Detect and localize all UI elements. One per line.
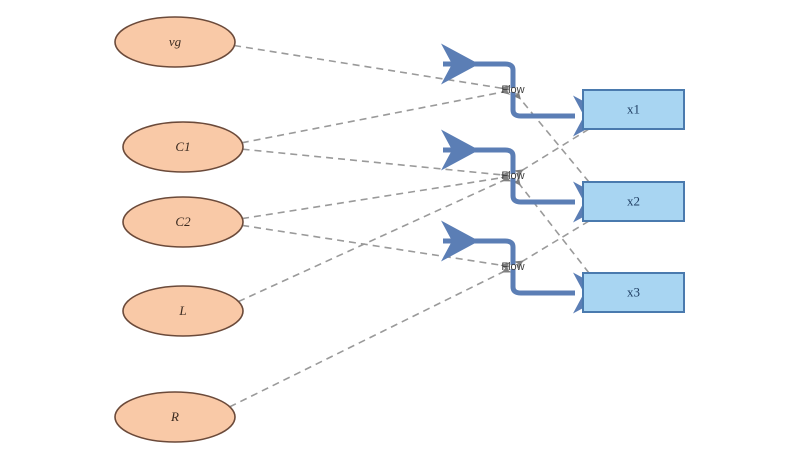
parameter-ellipse-shape [122,196,244,248]
parameter-ellipse-shape [122,121,244,173]
flow-label: Flow [501,84,524,96]
state-node-x2[interactable]: x2 [582,181,685,222]
influence-link-c2-to-flow3[interactable] [242,224,511,271]
flow-node-flow2[interactable]: Flow [440,129,611,223]
influence-link-x1-to-flow2[interactable] [513,128,590,178]
flow-label: Flow [501,261,524,273]
flow-inflow-arrow [510,269,611,314]
flow-inflow-arrow [510,92,611,137]
parameter-node-c2[interactable]: C2 [122,196,244,248]
parameter-label: C2 [175,214,191,229]
parameter-ellipse-shape [114,391,236,443]
parameter-node-r[interactable]: R [114,391,236,443]
flow-outflow-arrow [440,220,516,265]
state-nodes-layer: x1 x2 x3 [582,89,685,313]
parameter-node-c1[interactable]: C1 [122,121,244,173]
flow-outflow-arrow [440,129,516,174]
state-box-shape [582,89,685,130]
parameter-node-l[interactable]: L [122,285,244,337]
parameter-label: L [178,303,186,318]
influence-link-x3-to-flow2[interactable] [511,176,590,274]
parameter-label: R [170,409,179,424]
influence-link-x2-to-flow3[interactable] [513,220,590,269]
state-label: x2 [627,193,640,208]
state-label: x1 [627,101,640,116]
flow-label: Flow [501,170,524,182]
influence-link-c1-to-flow1[interactable] [241,86,511,144]
influence-link-r-to-flow3[interactable] [229,264,512,408]
influence-link-c1-to-flow2[interactable] [242,148,510,180]
state-box-shape [582,181,685,222]
influence-link-vg-to-flow1[interactable] [233,44,511,94]
flow-node-flow3[interactable]: Flow [440,220,611,314]
state-box-shape [582,272,685,313]
state-label: x3 [627,284,640,299]
influence-link-c2-to-flow2[interactable] [241,172,511,220]
parameter-ellipse-shape [122,285,244,337]
influence-links-layer [229,44,590,408]
parameter-label: vg [169,34,182,49]
state-node-x3[interactable]: x3 [582,272,685,313]
flow-outflow-arrow [440,43,516,88]
flow-inflow-arrow [510,178,611,223]
parameter-label: C1 [175,139,190,154]
parameter-node-vg[interactable]: vg [114,16,236,68]
parameter-ellipse-shape [114,16,236,68]
flow-node-flow1[interactable]: Flow [440,43,611,137]
influence-link-x2-to-flow1[interactable] [511,89,590,183]
state-node-x1[interactable]: x1 [582,89,685,130]
influence-link-l-to-flow2[interactable] [237,173,512,303]
